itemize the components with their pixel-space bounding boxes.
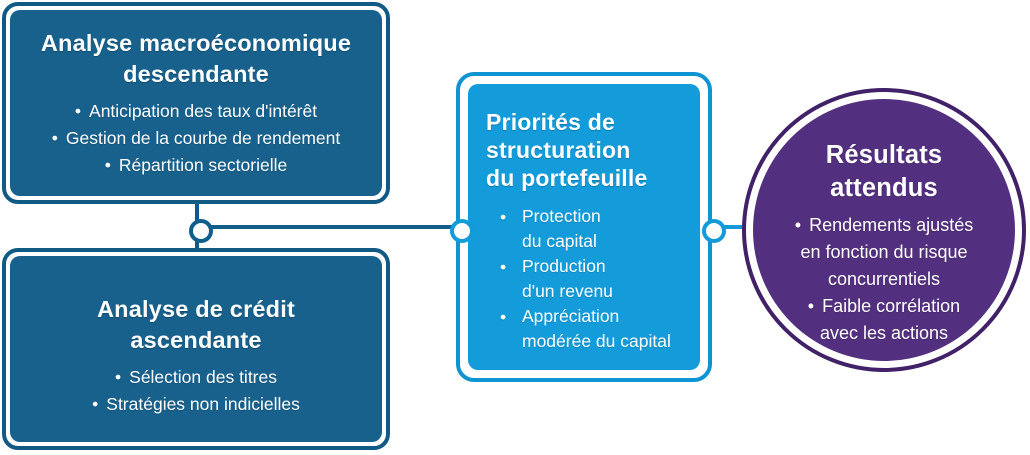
connector-node-center-right-icon [702, 219, 726, 243]
macro-box-outline: Analyse macroéconomique descendante • Ant… [2, 2, 390, 204]
macro-box-title: Analyse macroéconomique descendante [40, 30, 352, 87]
macro-bullet-list: • Anticipation des taux d'intérêt • Gestio… [10, 98, 382, 179]
priorities-bullet-list: • Protection du capital • Production d'un … [486, 204, 690, 354]
macro-box: Analyse macroéconomique descendante • Ant… [10, 10, 382, 196]
bullet-icon: • [500, 307, 507, 327]
bullet-icon: • [92, 394, 99, 415]
list-item: • Protection du capital [500, 204, 690, 254]
connector-node-left-icon [189, 219, 213, 243]
list-item: • Répartition sectorielle [10, 152, 382, 179]
priorities-box-outline: Priorités de structuration du portefeuil… [456, 72, 712, 382]
results-circle: Résultats attendus •Rendements ajustés e… [753, 99, 1015, 361]
credit-bullet-list: • Sélection des titres • Stratégies non in… [10, 364, 382, 418]
list-item: • Sélection des titres [10, 364, 382, 391]
credit-box: Analyse de crédit ascendante • Sélection … [10, 256, 382, 442]
bullet-text: Gestion de la courbe de rendement [65, 128, 341, 149]
bullet-icon: • [807, 296, 815, 316]
bullet-icon: • [74, 101, 82, 122]
bullet-text: Répartition sectorielle [118, 155, 288, 176]
results-bullet-list: •Rendements ajustés en fonction du risqu… [753, 212, 1015, 347]
bullet-text: Anticipation des taux d'intérêt [89, 101, 318, 122]
list-item: • Stratégies non indicielles [10, 391, 382, 418]
results-circle-outline: Résultats attendus •Rendements ajustés e… [742, 88, 1026, 372]
credit-box-outline: Analyse de crédit ascendante • Sélection … [2, 248, 390, 450]
bullet-icon: • [500, 207, 507, 227]
bullet-text: Production d'un revenu [522, 256, 613, 301]
connector-node-center-left-icon [450, 219, 474, 243]
bullet-text: Stratégies non indicielles [106, 394, 300, 415]
bullet-text: Rendements ajustés en fonction du risque… [800, 215, 974, 289]
list-item: •Faible corrélation avec les actions [753, 293, 1015, 347]
bullet-icon: • [115, 367, 122, 388]
priorities-box-title: Priorités de structuration du portefeuil… [486, 109, 648, 191]
results-circle-title: Résultats attendus [825, 141, 943, 202]
bullet-icon: • [794, 215, 802, 235]
list-item: • Anticipation des taux d'intérêt [10, 98, 382, 125]
bullet-text: Sélection des titres [129, 367, 277, 388]
bullet-text: Protection du capital [522, 206, 601, 251]
list-item: • Appréciation modérée du capital [500, 304, 690, 354]
bullet-text: Appréciation modérée du capital [522, 306, 671, 351]
bullet-icon: • [500, 257, 507, 277]
bullet-icon: • [51, 128, 58, 149]
credit-box-title: Analyse de crédit ascendante [96, 296, 295, 353]
bullet-text: Faible corrélation avec les actions [819, 296, 961, 343]
list-item: •Rendements ajustés en fonction du risqu… [753, 212, 1015, 293]
priorities-box: Priorités de structuration du portefeuil… [468, 84, 700, 370]
list-item: • Production d'un revenu [500, 254, 690, 304]
connector-horizontal-line-left [197, 225, 458, 229]
list-item: • Gestion de la courbe de rendement [10, 125, 382, 152]
bullet-icon: • [104, 155, 111, 176]
connector-horizontal-line-right [710, 225, 746, 229]
